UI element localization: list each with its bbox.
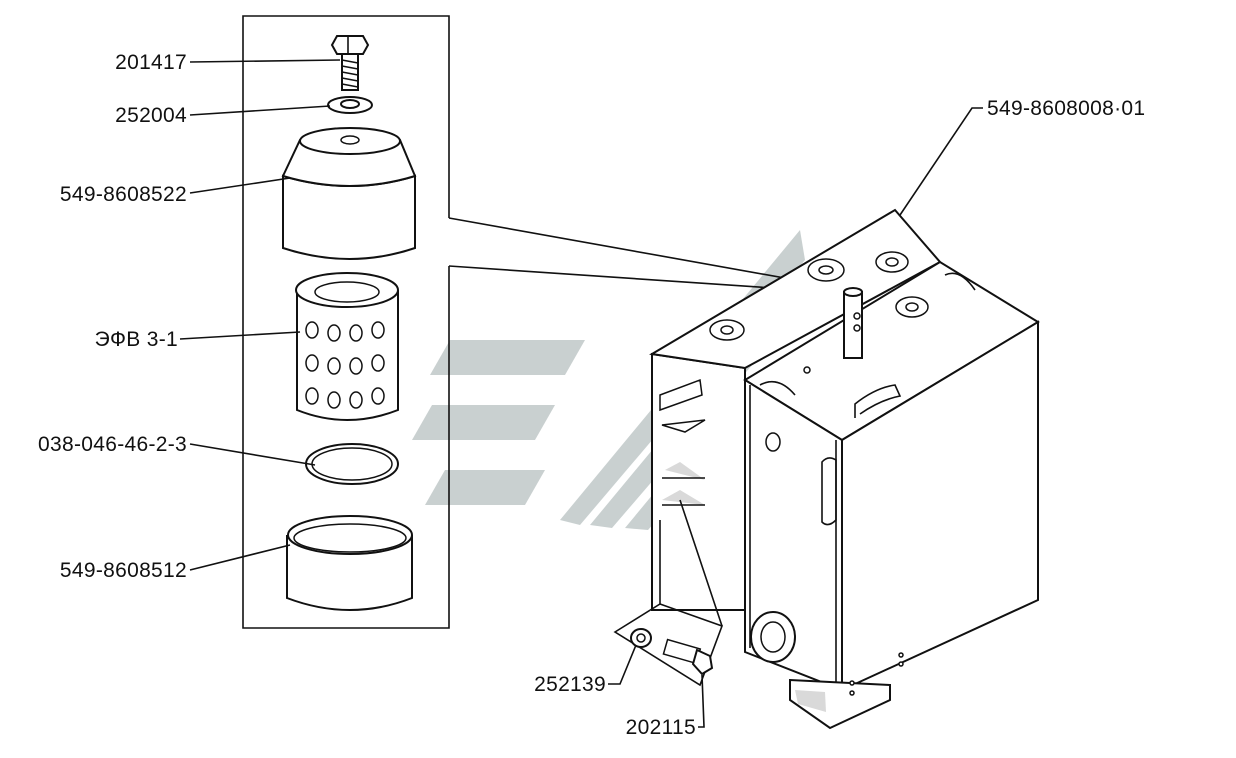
part-labels: 201417 252004 549-8608522 ЭФВ 3-1 038-04… xyxy=(38,51,1145,739)
sleeve-part xyxy=(286,515,413,611)
label-efv-3-1: ЭФВ 3-1 xyxy=(95,328,178,351)
label-252139: 252139 xyxy=(534,673,606,696)
label-202115: 202115 xyxy=(626,716,696,739)
label-038-046-46-2-3: 038-046-46-2-3 xyxy=(38,433,187,456)
leader-lines xyxy=(179,59,983,728)
seal-ring-part xyxy=(305,443,399,485)
filter-element-part xyxy=(295,272,399,421)
bolt-part xyxy=(330,35,370,91)
label-549-8608008-01: 549-8608008·01 xyxy=(987,97,1145,120)
label-549-8608522: 549-8608522 xyxy=(60,183,187,206)
label-549-8608512: 549-8608512 xyxy=(60,559,187,582)
label-201417: 201417 xyxy=(115,51,187,74)
label-252004: 252004 xyxy=(115,104,187,127)
washer-part xyxy=(327,96,373,114)
bottom-inset xyxy=(613,499,724,687)
cap-part xyxy=(281,127,417,260)
tank-assembly xyxy=(649,208,1040,730)
